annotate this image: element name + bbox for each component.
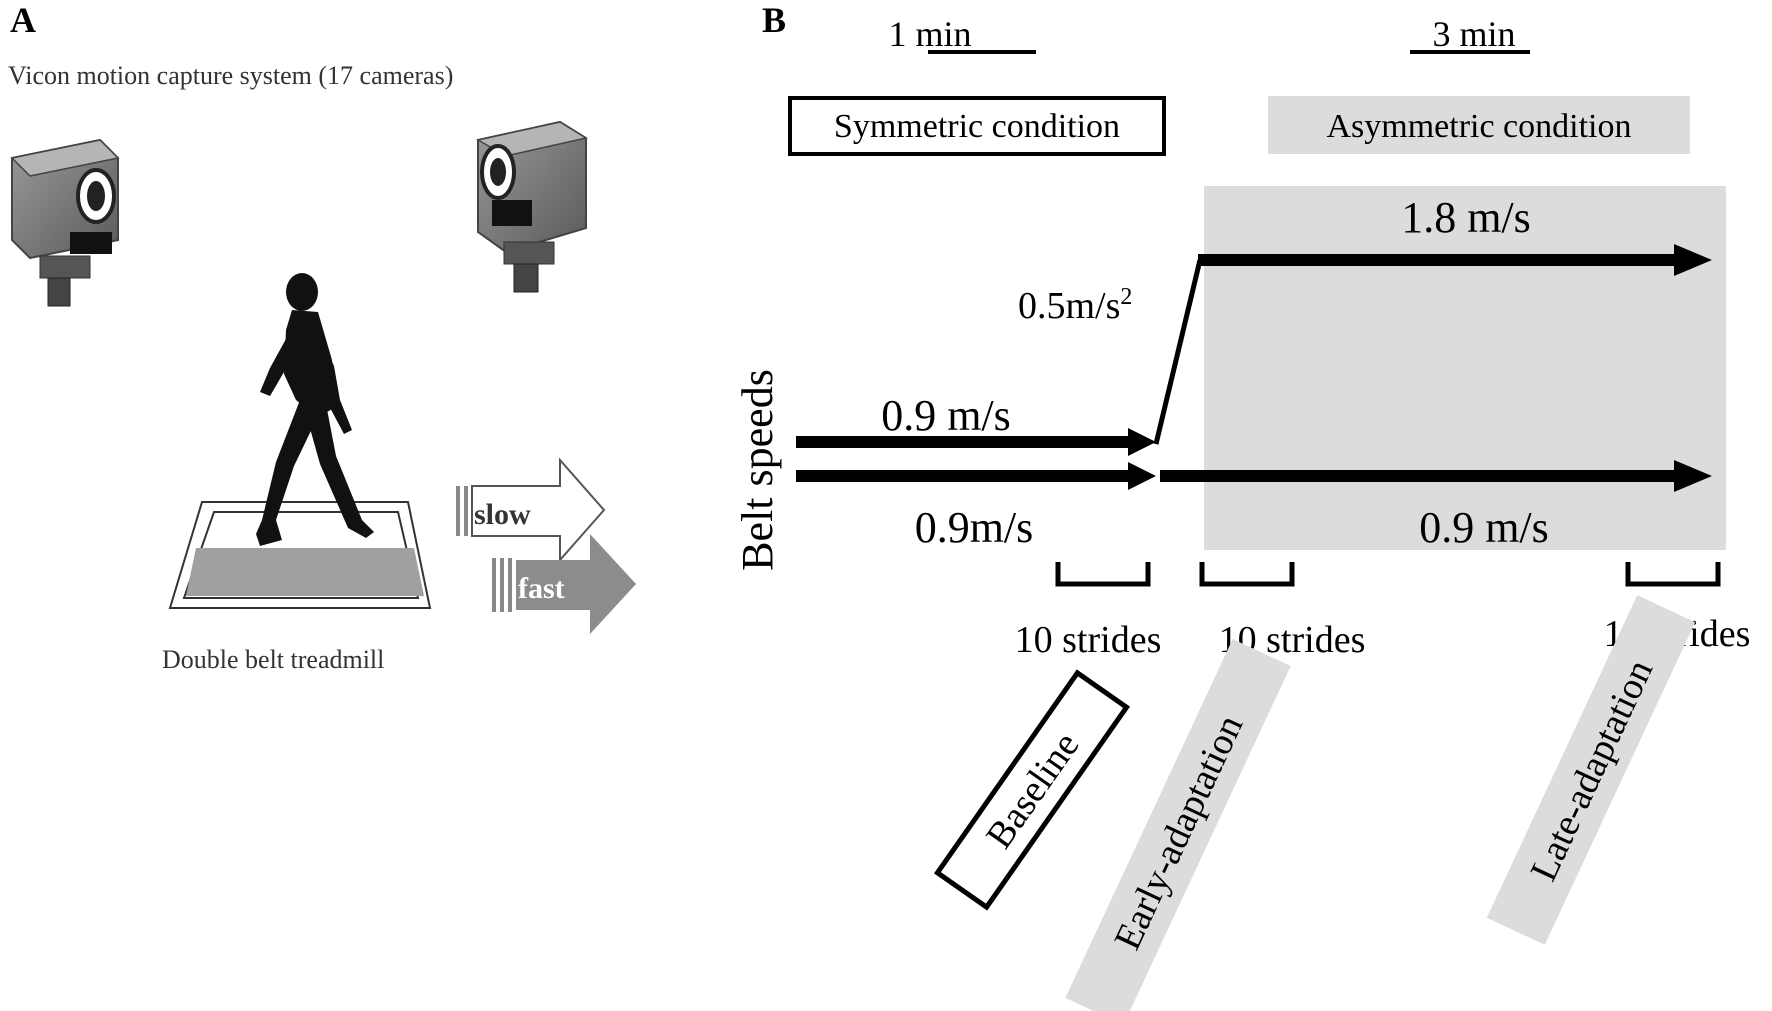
symmetric-condition-box bbox=[788, 96, 1166, 156]
camera-icon bbox=[10, 138, 120, 307]
phase-baseline: Baseline bbox=[933, 669, 1131, 911]
symmetric-condition-label: Symmetric condition bbox=[834, 108, 1120, 145]
phase-late-label: Late-adaptation bbox=[1522, 653, 1661, 887]
panel-a-label: A bbox=[10, 0, 36, 40]
treadmill-icon bbox=[168, 501, 432, 609]
treadmill-caption: Double belt treadmill bbox=[162, 645, 384, 674]
scale-1-min: 1 min bbox=[888, 14, 971, 54]
asymmetric-condition-label: Asymmetric condition bbox=[1326, 108, 1631, 145]
bracket-baseline bbox=[1055, 562, 1151, 587]
top-belt-symmetric-arrowhead bbox=[1128, 428, 1156, 456]
fast-arrow-icon: fast bbox=[492, 534, 636, 634]
asymmetric-region bbox=[1204, 186, 1726, 550]
bottom-belt-asymmetric-arrowhead bbox=[1674, 460, 1712, 492]
y-axis-label: Belt speeds bbox=[733, 369, 782, 571]
slow-label: slow bbox=[474, 498, 531, 531]
phase-baseline-box bbox=[933, 669, 1131, 911]
phase-late-adaptation: Late-adaptation bbox=[1486, 595, 1696, 945]
camera-icon bbox=[475, 120, 588, 293]
panel-a-title: Vicon motion capture system (17 cameras) bbox=[8, 61, 453, 90]
speed-bottom-asymmetric-label: 0.9 m/s bbox=[1419, 503, 1549, 552]
acceleration-ramp bbox=[1153, 259, 1203, 445]
walking-person-icon bbox=[256, 273, 374, 546]
speed-bottom-symmetric-label: 0.9m/s bbox=[915, 503, 1034, 552]
fast-label: fast bbox=[518, 572, 565, 605]
top-belt-fast-arrowhead bbox=[1674, 244, 1712, 276]
phase-early-label: Early-adaptation bbox=[1106, 709, 1251, 956]
bracket-early bbox=[1199, 562, 1295, 587]
scale-3-min: 3 min bbox=[1432, 14, 1515, 54]
bracket-late bbox=[1625, 562, 1721, 587]
bottom-belt-symmetric-arrowhead bbox=[1128, 462, 1156, 490]
acceleration-label: 0.5m/s2 bbox=[1018, 284, 1132, 327]
strides-label-1: 10 strides bbox=[1015, 619, 1162, 661]
asymmetric-condition-box bbox=[1268, 96, 1690, 154]
speed-top-symmetric-label: 0.9 m/s bbox=[881, 391, 1011, 440]
phase-early-box bbox=[1065, 639, 1291, 1011]
panel-b-label: B bbox=[762, 0, 786, 40]
slow-arrow-icon: slow bbox=[456, 457, 606, 563]
phase-late-box bbox=[1486, 595, 1696, 945]
speed-fast-label: 1.8 m/s bbox=[1401, 193, 1531, 242]
